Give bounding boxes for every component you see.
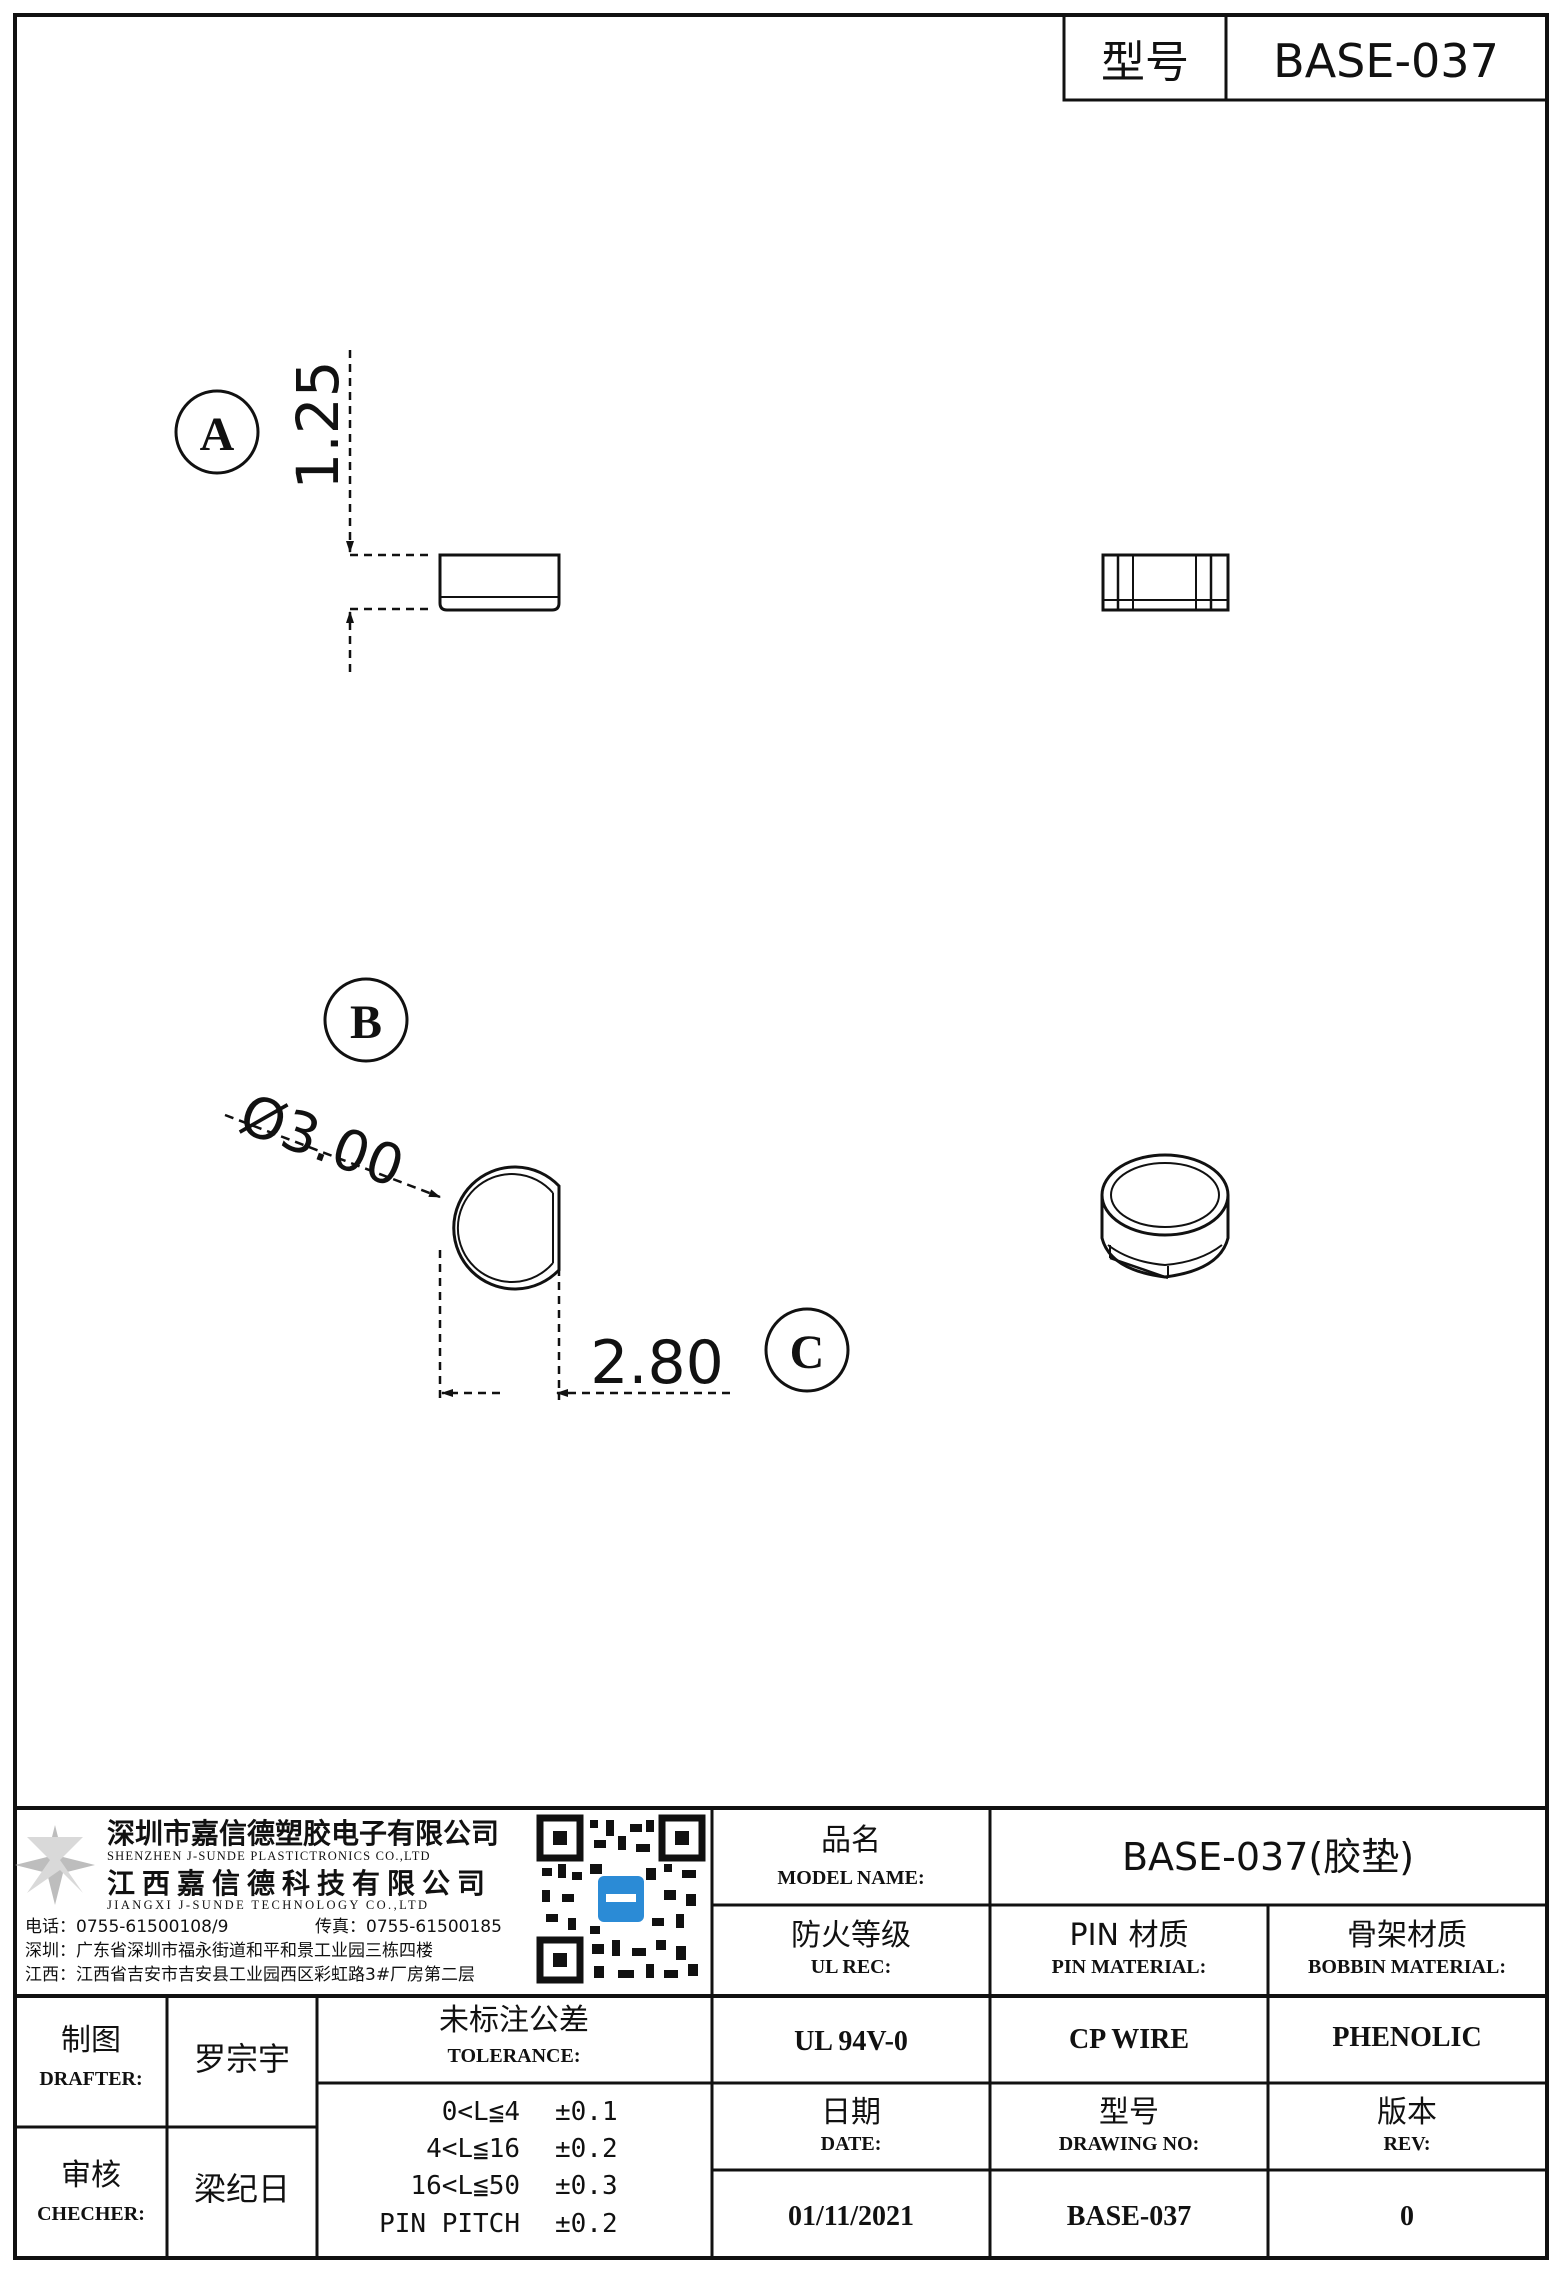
rev-label-cn: 版本: [1377, 2095, 1437, 2130]
rev-label-en: REV:: [1383, 2133, 1430, 2155]
company-name-cn-2: 江西嘉信德科技有限公司: [107, 1867, 492, 1900]
tolerance-range-0: 0<L≦4: [442, 2097, 520, 2127]
header-model-value: BASE-037: [1273, 34, 1499, 88]
view-b-balloon: [323, 977, 409, 1063]
company-name-en-2: JIANGXI J-SUNDE TECHNOLOGY CO.,LTD: [107, 1898, 429, 1912]
tolerance-label-cn: 未标注公差: [439, 2003, 589, 2038]
tolerance-range-1: 4<L≦16: [426, 2134, 520, 2164]
view-c-balloon: [764, 1307, 850, 1393]
checker-label-en: CHECHER:: [37, 2203, 145, 2225]
drafter-name: 罗宗宇: [194, 2040, 290, 2078]
part-top-view: [452, 1165, 561, 1291]
drafter-label-cn: 制图: [61, 2023, 121, 2058]
drawing-no-value: BASE-037: [1067, 2201, 1191, 2232]
ul-value: UL 94V-0: [794, 2026, 908, 2057]
tolerance-value-3: ±0.2: [555, 2209, 618, 2239]
view-a-balloon: [174, 389, 260, 475]
bobbin-value: PHENOLIC: [1332, 2022, 1481, 2053]
drawing-no-label-cn: 型号: [1099, 2095, 1159, 2130]
sheet-border: [13, 13, 1549, 2260]
dim-height-text: 1.25: [284, 360, 352, 489]
product-name-label-en: MODEL NAME:: [777, 1867, 924, 1889]
pin-label-cn: PIN 材质: [1070, 1918, 1189, 1953]
company-fax: 传真：0755-61500185: [315, 1917, 502, 1937]
pin-value: CP WIRE: [1069, 2024, 1189, 2055]
rev-value: 0: [1400, 2201, 1414, 2232]
tolerance-value-0: ±0.1: [555, 2097, 618, 2127]
bobbin-label-cn: 骨架材质: [1347, 1918, 1467, 1953]
bobbin-label-en: BOBBIN MATERIAL:: [1308, 1956, 1506, 1978]
view-b-label: B: [350, 996, 382, 1049]
company-address-jiangxi: 江西：江西省吉安市吉安县工业园西区彩虹路3#厂房第二层: [25, 1965, 475, 1985]
tolerance-range-2: 16<L≦50: [410, 2171, 520, 2201]
qr-code: [536, 1814, 706, 1984]
dim-flat-text: 2.80: [590, 1328, 724, 1398]
ul-label-cn: 防火等级: [791, 1918, 911, 1953]
part-side-profile-alt: [1101, 553, 1230, 612]
part-side-profile: [438, 553, 561, 612]
header-model-box: 型号 BASE-037: [1062, 13, 1549, 102]
company-logo: [15, 1825, 95, 1905]
drawing-no-label-en: DRAWING NO:: [1059, 2133, 1200, 2155]
company-name-en-1: SHENZHEN J-SUNDE PLASTICTRONICS CO.,LTD: [107, 1849, 431, 1863]
pin-label-en: PIN MATERIAL:: [1052, 1956, 1207, 1978]
tolerance-label-en: TOLERANCE:: [448, 2045, 581, 2067]
view-c-label: C: [790, 1326, 825, 1379]
title-block: 深圳市嘉信德塑胶电子有限公司 SHENZHEN J-SUNDE PLASTICT…: [15, 1806, 1547, 2258]
product-name-label-cn: 品名: [821, 1823, 881, 1858]
view-a: A 1.25: [174, 350, 1230, 672]
drafter-label-en: DRAFTER:: [39, 2068, 142, 2090]
company-name-cn-1: 深圳市嘉信德塑胶电子有限公司: [107, 1817, 499, 1850]
company-address-shenzhen: 深圳：广东省深圳市福永街道和平和景工业园三栋四楼: [25, 1941, 433, 1961]
tolerance-range-3: PIN PITCH: [379, 2209, 520, 2239]
dim-diameter-leader: [224, 1113, 441, 1199]
tolerance-value-2: ±0.3: [555, 2171, 618, 2201]
header-model-label: 型号: [1101, 37, 1189, 88]
company-phone: 电话：0755-61500108/9: [25, 1917, 228, 1937]
view-b: B Ø3.00 2.80 C: [224, 977, 1230, 1400]
tolerance-value-1: ±0.2: [555, 2134, 618, 2164]
product-name-value: BASE-037(胶垫): [1122, 1835, 1414, 1879]
date-label-en: DATE:: [821, 2133, 882, 2155]
ul-label-en: UL REC:: [811, 1956, 892, 1978]
checker-name: 梁纪日: [194, 2170, 290, 2208]
dim-diameter-text: Ø3.00: [231, 1082, 412, 1201]
checker-label-cn: 审核: [61, 2158, 121, 2193]
view-a-label: A: [200, 408, 235, 461]
part-3d-view: [1100, 1153, 1230, 1280]
date-value: 01/11/2021: [788, 2201, 914, 2232]
date-label-cn: 日期: [821, 2095, 881, 2130]
